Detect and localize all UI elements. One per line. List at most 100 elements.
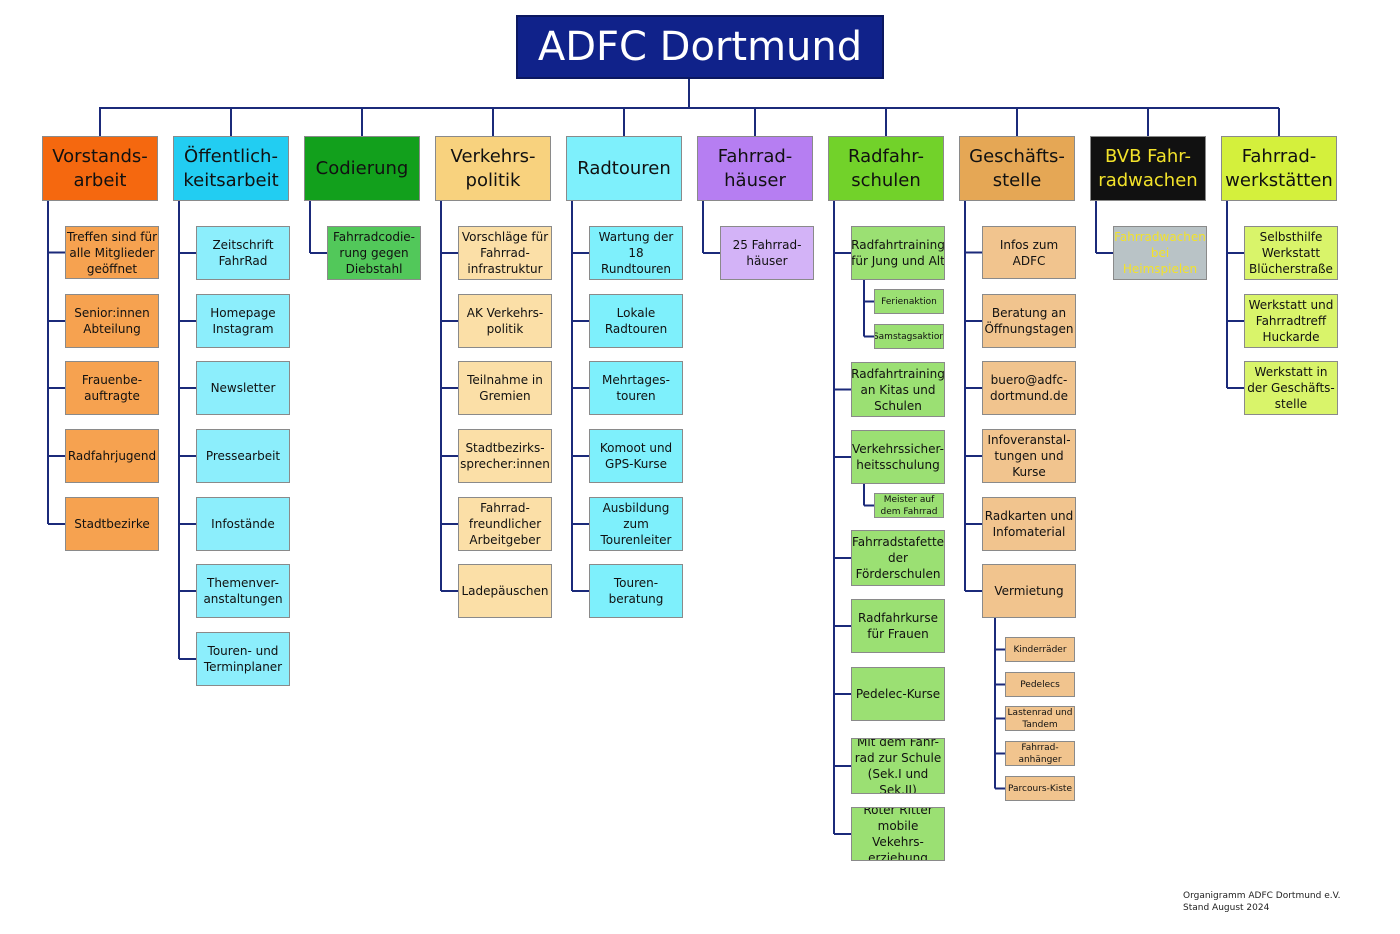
item-7-3: Infoveranstal- tungen und Kurse bbox=[982, 429, 1076, 483]
item-0-3-label: Radfahrjugend bbox=[67, 449, 157, 463]
column-head-1-label: Öffentlich- keitsarbeit bbox=[183, 145, 279, 191]
item-8-0-label: Fahrradwachen bei Heimspielen bbox=[1114, 230, 1206, 276]
item-6-5-label: Pedelec-Kurse bbox=[855, 687, 941, 701]
sub-item-6-0-1-label: Samstagsaktion bbox=[874, 331, 944, 342]
item-2-0: Fahrradcodie- rung gegen Diebstahl bbox=[327, 226, 421, 280]
column-head-8: BVB Fahr- radwachen bbox=[1090, 136, 1206, 201]
item-3-3-label: Stadtbezirks- sprecher:innen bbox=[460, 441, 550, 471]
sub-item-7-5-4: Parcours-Kiste bbox=[1005, 776, 1075, 801]
item-6-6: Mit dem Fahr- rad zur Schule (Sek.I und … bbox=[851, 738, 945, 794]
item-4-4-label: Ausbildung zum Tourenleiter bbox=[600, 501, 672, 547]
column-head-3-label: Verkehrs- politik bbox=[450, 145, 536, 191]
item-0-0: Treffen sind für alle Mitglieder geöffne… bbox=[65, 226, 159, 279]
column-head-0: Vorstands- arbeit bbox=[42, 136, 158, 201]
item-7-0-label: Infos zum ADFC bbox=[999, 237, 1059, 268]
item-3-3: Stadtbezirks- sprecher:innen bbox=[458, 429, 552, 483]
item-7-4: Radkarten und Infomaterial bbox=[982, 497, 1076, 551]
item-6-1: Radfahrtraining an Kitas und Schulen bbox=[851, 362, 945, 417]
item-6-6-label: Mit dem Fahr- rad zur Schule (Sek.I und … bbox=[854, 738, 942, 794]
sub-item-7-5-0: Kinderräder bbox=[1005, 637, 1075, 662]
item-9-0-label: Selbsthilfe Werkstatt Blücherstraße bbox=[1249, 230, 1333, 276]
column-head-9-label: Fahrrad- werkstätten bbox=[1225, 145, 1333, 191]
sub-item-7-5-3: Fahrrad- anhänger bbox=[1005, 741, 1075, 766]
item-0-0-label: Treffen sind für alle Mitglieder geöffne… bbox=[66, 229, 158, 276]
item-1-1: Homepage Instagram bbox=[196, 294, 290, 348]
column-head-7-label: Geschäfts- stelle bbox=[969, 145, 1065, 191]
item-7-2-label: buero@adfc- dortmund.de bbox=[990, 373, 1068, 403]
item-6-7-label: Roter Ritter mobile Vekehrs- erziehung bbox=[863, 807, 933, 861]
item-1-0-label: Zeitschrift FahrRad bbox=[212, 238, 274, 268]
sub-item-6-2-0-label: Meister auf dem Fahrrad bbox=[880, 494, 938, 517]
item-6-0: Radfahrtraining für Jung und Alt bbox=[851, 226, 945, 280]
item-7-5: Vermietung bbox=[982, 564, 1076, 618]
item-9-0: Selbsthilfe Werkstatt Blücherstraße bbox=[1244, 226, 1338, 280]
column-head-1: Öffentlich- keitsarbeit bbox=[173, 136, 289, 201]
item-1-3: Pressearbeit bbox=[196, 429, 290, 483]
column-head-4: Radtouren bbox=[566, 136, 682, 201]
column-head-4-label: Radtouren bbox=[577, 157, 671, 179]
item-1-4-label: Infostände bbox=[211, 517, 275, 531]
item-3-4: Fahrrad- freundlicher Arbeitgeber bbox=[458, 497, 552, 551]
item-3-2-label: Teilnahme in Gremien bbox=[467, 373, 543, 403]
page-title: ADFC Dortmund bbox=[516, 15, 884, 79]
column-head-6: Radfahr- schulen bbox=[828, 136, 944, 201]
item-9-1: Werkstatt und Fahrradtreff Huckarde bbox=[1244, 294, 1338, 348]
item-1-5: Themenver- anstaltungen bbox=[196, 564, 290, 618]
item-6-4: Radfahrkurse für Frauen bbox=[851, 599, 945, 653]
item-3-2: Teilnahme in Gremien bbox=[458, 361, 552, 415]
item-3-0-label: Vorschläge für Fahrrad- infrastruktur bbox=[461, 230, 549, 276]
item-0-2: Frauenbe- auftragte bbox=[65, 361, 159, 415]
item-6-0-label: Radfahrtraining für Jung und Alt bbox=[851, 238, 945, 268]
sub-item-6-0-0: Ferienaktion bbox=[874, 289, 944, 314]
item-5-0: 25 Fahrrad- häuser bbox=[720, 226, 814, 280]
column-head-5: Fahrrad- häuser bbox=[697, 136, 813, 201]
item-4-3: Komoot und GPS-Kurse bbox=[589, 429, 683, 483]
item-4-2: Mehrtages- touren bbox=[589, 361, 683, 415]
item-3-1-label: AK Verkehrs- politik bbox=[466, 306, 544, 336]
item-4-5-label: Touren- beratung bbox=[608, 576, 664, 606]
column-head-2-label: Codierung bbox=[315, 157, 409, 179]
item-4-1-label: Lokale Radtouren bbox=[604, 306, 668, 336]
item-3-0: Vorschläge für Fahrrad- infrastruktur bbox=[458, 226, 552, 280]
item-0-1: Senior:innen Abteilung bbox=[65, 294, 159, 348]
item-1-6-label: Touren- und Terminplaner bbox=[203, 644, 283, 674]
item-7-1: Beratung an Öffnungstagen bbox=[982, 294, 1076, 348]
item-2-0-label: Fahrradcodie- rung gegen Diebstahl bbox=[333, 230, 415, 276]
column-head-2: Codierung bbox=[304, 136, 420, 201]
item-6-7: Roter Ritter mobile Vekehrs- erziehung bbox=[851, 807, 945, 861]
item-0-2-label: Frauenbe- auftragte bbox=[81, 373, 143, 403]
item-4-4: Ausbildung zum Tourenleiter bbox=[589, 497, 683, 551]
item-1-2-label: Newsletter bbox=[210, 381, 276, 395]
item-7-1-label: Beratung an Öffnungstagen bbox=[984, 306, 1074, 336]
item-3-1: AK Verkehrs- politik bbox=[458, 294, 552, 348]
sub-item-7-5-1-label: Pedelecs bbox=[1020, 679, 1060, 690]
item-3-4-label: Fahrrad- freundlicher Arbeitgeber bbox=[468, 501, 542, 547]
footer-note: Organigramm ADFC Dortmund e.V. Stand Aug… bbox=[1183, 891, 1341, 913]
item-4-2-label: Mehrtages- touren bbox=[602, 373, 670, 403]
sub-item-6-2-0: Meister auf dem Fahrrad bbox=[874, 493, 944, 518]
column-head-3: Verkehrs- politik bbox=[435, 136, 551, 201]
column-head-9: Fahrrad- werkstätten bbox=[1221, 136, 1337, 201]
item-4-0-label: Wartung der 18 Rundtouren bbox=[598, 230, 674, 276]
column-head-6-label: Radfahr- schulen bbox=[847, 145, 925, 191]
item-6-4-label: Radfahrkurse für Frauen bbox=[858, 611, 938, 641]
item-0-4: Stadtbezirke bbox=[65, 497, 159, 551]
sub-item-7-5-3-label: Fahrrad- anhänger bbox=[1018, 742, 1062, 765]
item-1-4: Infostände bbox=[196, 497, 290, 551]
column-head-0-label: Vorstands- arbeit bbox=[52, 145, 148, 191]
item-1-0: Zeitschrift FahrRad bbox=[196, 226, 290, 280]
item-6-1-label: Radfahrtraining an Kitas und Schulen bbox=[851, 366, 945, 413]
item-6-2-label: Verkehrssicher- heitsschulung bbox=[852, 442, 944, 472]
item-5-0-label: 25 Fahrrad- häuser bbox=[732, 238, 802, 268]
item-0-1-label: Senior:innen Abteilung bbox=[74, 306, 150, 336]
item-1-6: Touren- und Terminplaner bbox=[196, 632, 290, 686]
item-1-5-label: Themenver- anstaltungen bbox=[203, 576, 283, 606]
item-7-3-label: Infoveranstal- tungen und Kurse bbox=[987, 433, 1071, 479]
item-1-3-label: Pressearbeit bbox=[205, 449, 281, 463]
item-4-1: Lokale Radtouren bbox=[589, 294, 683, 348]
item-1-2: Newsletter bbox=[196, 361, 290, 415]
item-7-2: buero@adfc- dortmund.de bbox=[982, 361, 1076, 415]
column-head-8-label: BVB Fahr- radwachen bbox=[1098, 145, 1198, 191]
sub-item-6-0-1: Samstagsaktion bbox=[874, 324, 944, 349]
